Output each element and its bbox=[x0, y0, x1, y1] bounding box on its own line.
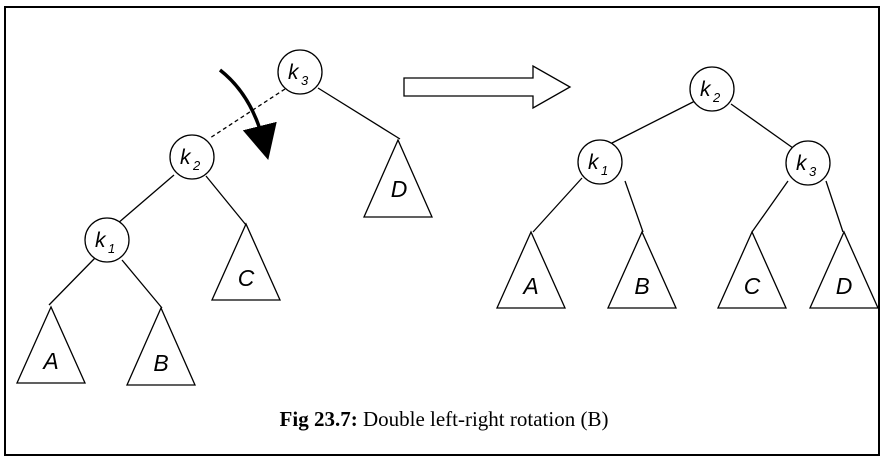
node-k3-subscript: 3 bbox=[301, 73, 309, 88]
node-k1-subscript: 1 bbox=[108, 241, 115, 256]
node-k3-after-letter: k bbox=[796, 152, 808, 175]
edge-k3-D-after bbox=[825, 180, 844, 233]
subtree-D-after: D bbox=[808, 230, 880, 309]
caption-text: Double left-right rotation (B) bbox=[357, 407, 609, 431]
edge-k2-k1-after bbox=[607, 100, 696, 146]
subtree-D-label: D bbox=[391, 176, 408, 202]
edge-k2-k1 bbox=[116, 174, 175, 225]
node-k3: k 3 bbox=[277, 49, 323, 95]
node-k1-after-letter: k bbox=[588, 151, 600, 174]
node-k1-after-subscript: 1 bbox=[601, 163, 608, 178]
edge-k1-A bbox=[48, 257, 96, 306]
edge-k2-k3-after bbox=[730, 103, 794, 149]
subtree-A-after-label: A bbox=[521, 273, 538, 299]
subtree-B-label: B bbox=[153, 350, 168, 376]
rotation-arrow-icon bbox=[218, 68, 277, 160]
node-k1: k 1 bbox=[84, 217, 130, 263]
node-k1-letter: k bbox=[95, 229, 107, 252]
edge-k1-B bbox=[121, 259, 163, 309]
node-k2-letter: k bbox=[180, 146, 192, 169]
subtree-A-label: A bbox=[41, 348, 58, 374]
figure-caption: Fig 23.7: Double left-right rotation (B) bbox=[0, 407, 888, 432]
subtree-B-after-label: B bbox=[634, 273, 649, 299]
subtree-A: A bbox=[15, 305, 87, 384]
edge-k1-B-after bbox=[624, 180, 644, 233]
node-k1-after: k 1 bbox=[577, 139, 623, 185]
node-k2-subscript: 2 bbox=[192, 158, 201, 173]
edge-k3-k2-dashed bbox=[209, 88, 286, 139]
subtree-C-after-label: C bbox=[744, 273, 761, 299]
node-k2-after-letter: k bbox=[700, 78, 712, 101]
node-k3-after-subscript: 3 bbox=[809, 164, 817, 179]
caption-label: Fig 23.7: bbox=[279, 407, 358, 431]
subtree-C: C bbox=[210, 222, 282, 301]
subtree-B-after: B bbox=[606, 230, 678, 309]
node-k3-after: k 3 bbox=[785, 140, 831, 186]
edge-k3-C-after bbox=[751, 180, 789, 233]
subtree-A-after: A bbox=[495, 230, 567, 309]
edge-k2-C bbox=[205, 175, 247, 226]
edge-k1-A-after bbox=[532, 177, 583, 233]
node-k3-letter: k bbox=[288, 61, 300, 84]
tree-after: k 2 k 1 k 3 A B C D bbox=[495, 66, 880, 309]
subtree-D: D bbox=[363, 138, 433, 218]
subtree-B: B bbox=[126, 306, 196, 386]
subtree-C-label: C bbox=[238, 265, 255, 291]
subtree-D-after-label: D bbox=[836, 273, 853, 299]
transition-arrow-icon bbox=[403, 64, 572, 110]
node-k2-after-subscript: 2 bbox=[712, 90, 721, 105]
node-k2-after: k 2 bbox=[689, 66, 735, 112]
subtree-C-after: C bbox=[716, 230, 788, 309]
node-k2: k 2 bbox=[169, 134, 215, 180]
tree-before: k 3 k 2 k 1 D C A B bbox=[15, 49, 433, 386]
edge-k3-D bbox=[317, 87, 401, 140]
